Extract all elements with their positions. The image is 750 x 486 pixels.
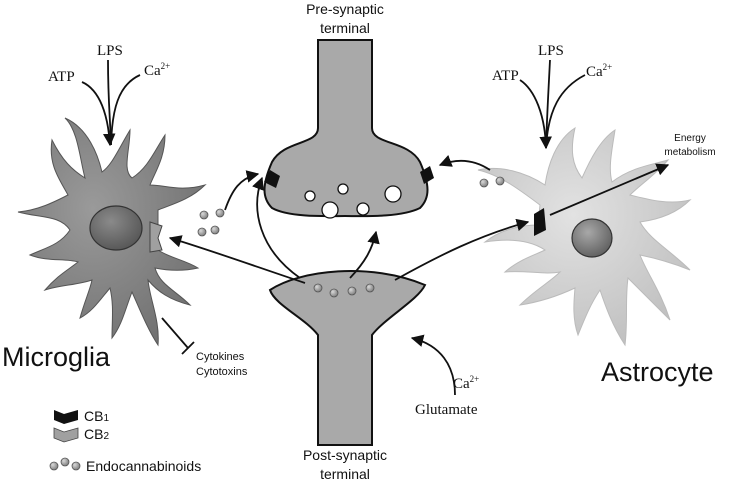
ca-right-label: Ca2+ — [586, 62, 612, 80]
cytotoxins-label: Cytotoxins — [196, 366, 248, 378]
energy-label-2: metabolism — [664, 147, 715, 158]
legend-endocannabinoids-label: Endocannabinoids — [86, 458, 201, 474]
legend-endocannabinoid-dots — [49, 457, 81, 471]
cytokines-label: Cytokines — [196, 351, 245, 363]
arrows — [81, 59, 670, 396]
arrow-cleft-to-microglia — [168, 235, 306, 284]
endocannabinoids-cleft — [313, 283, 375, 298]
legend-cb1-label: CB1 — [84, 408, 109, 424]
legend-cb2-symbol — [53, 427, 79, 443]
arrow-ca-microglia — [110, 74, 141, 146]
post-synaptic-terminal — [268, 270, 427, 446]
atp-right-label: ATP — [492, 68, 519, 84]
cb2-receptor-microglia — [149, 221, 163, 253]
synaptic-vesicles — [304, 183, 402, 219]
cb1-receptor-pre-left — [264, 170, 280, 188]
lps-left-label: LPS — [97, 43, 123, 59]
cb1-receptor-pre-right — [420, 166, 434, 184]
pre-synaptic-label-1: Pre-synaptic — [306, 1, 384, 17]
energy-label-1: Energy — [674, 133, 706, 144]
ca-left-label: Ca2+ — [144, 61, 170, 79]
legend: CB1 CB2 Endocannabinoids — [49, 408, 201, 474]
legend-cb2-label: CB2 — [84, 426, 109, 442]
arrow-microglia-to-pre — [224, 170, 260, 211]
pre-synaptic-terminal — [263, 39, 429, 218]
arrow-cleft-to-astrocyte — [394, 218, 530, 281]
arrow-ca-astrocyte — [545, 74, 586, 149]
lps-right-label: LPS — [538, 43, 564, 59]
post-synaptic-label-2: terminal — [320, 466, 370, 482]
arrow-astrocyte-to-pre — [438, 155, 491, 171]
microglia-label: Microglia — [2, 342, 111, 372]
arrow-atp-astrocyte — [519, 79, 552, 150]
microglia-cell — [17, 117, 207, 347]
arrow-glutamate — [410, 334, 456, 396]
arrow-cleft-up — [349, 230, 380, 279]
astrocyte-cell — [477, 126, 692, 347]
astrocyte-label: Astrocyte — [601, 357, 714, 387]
arrow-energy-metabolism — [549, 163, 670, 216]
glutamate-label: Glutamate — [415, 402, 478, 418]
pre-synaptic-label-2: terminal — [320, 20, 370, 36]
endocannabinoids-astrocyte — [479, 176, 505, 188]
atp-left-label: ATP — [48, 69, 75, 85]
arrow-atp-microglia — [81, 81, 116, 147]
ca-glutamate-label: Ca2+ — [453, 374, 479, 392]
inhibit-cytokines — [161, 317, 195, 355]
cb1-receptor-astrocyte — [534, 208, 546, 236]
legend-cb1-symbol — [54, 410, 78, 424]
post-synaptic-label-1: Post-synaptic — [303, 447, 387, 463]
endocannabinoids-microglia — [197, 208, 225, 237]
arrow-cleft-to-pre-left — [252, 176, 301, 279]
